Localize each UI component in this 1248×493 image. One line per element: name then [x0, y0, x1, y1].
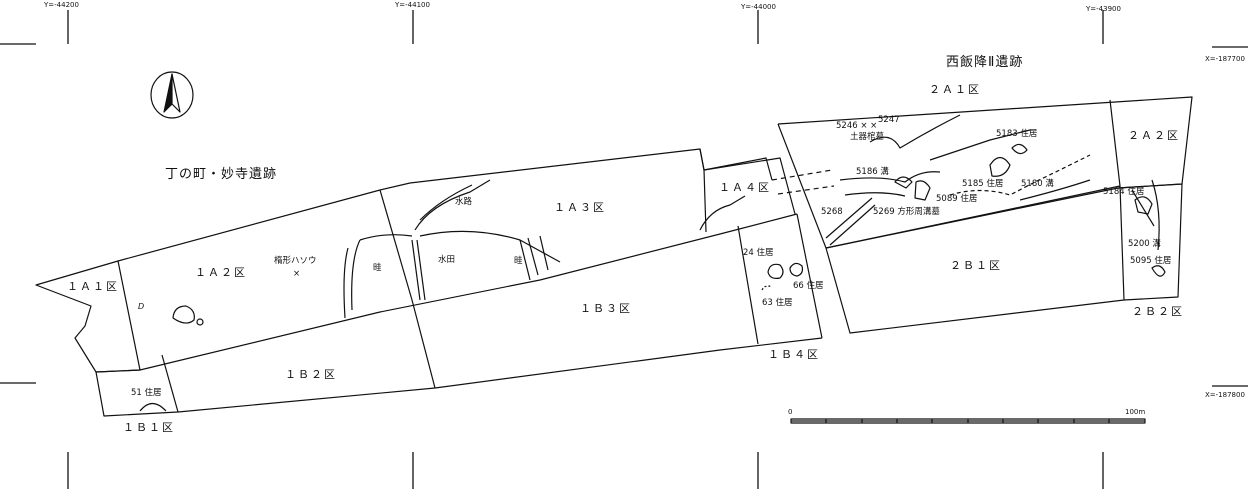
west-site-outline	[35, 148, 823, 417]
zone-label-1a1: １Ａ１区	[67, 280, 119, 293]
scale-label-end: 100m	[1125, 408, 1146, 416]
feature-label-5269: 5269 方形周溝墓	[873, 207, 940, 217]
feature-label-aze-1: 畦	[373, 263, 382, 273]
feature-label-5184: 5184 住居	[1103, 187, 1145, 197]
feature-label-51: 51 住居	[131, 388, 162, 398]
zone-label-1b4: １Ｂ４区	[768, 348, 820, 361]
zone-label-1a4: １Ａ４区	[719, 181, 771, 194]
site-name-east: 西飯降Ⅱ遺跡	[946, 55, 1024, 70]
zone-label-1a3: １Ａ３区	[554, 201, 606, 214]
feature-label-5180: 5180 溝	[1021, 179, 1054, 189]
feature-label-5268: 5268	[821, 207, 843, 217]
scale-label-start: 0	[788, 408, 793, 416]
zone-label-2b1: ２Ｂ１区	[950, 259, 1002, 272]
feature-label-5186: 5186 溝	[856, 167, 889, 177]
feature-label-5089: 5089 住居	[936, 194, 978, 204]
feature-label-24: 24 住居	[743, 248, 774, 258]
zone-label-2a1: ２Ａ１区	[929, 83, 981, 96]
feature-label-dokikanbo: 土器棺墓	[850, 132, 885, 142]
zone-label-2b2: ２Ｂ２区	[1132, 305, 1184, 318]
zone-label-1b2: １Ｂ２区	[285, 368, 337, 381]
scale-bar	[790, 418, 1146, 424]
feature-label-66: 66 住居	[793, 281, 824, 291]
zone-label-1b1: １Ｂ１区	[123, 421, 175, 434]
zone-label-1a2: １Ａ２区	[195, 266, 247, 279]
feature-label-5095: 5095 住居	[1130, 256, 1172, 266]
feature-label-hasou-mark: ×	[293, 269, 301, 279]
grid-label-y-44100: Y=-44100	[395, 1, 430, 9]
grid-label-y-44000: Y=-44000	[741, 3, 776, 11]
grid-label-y-44200: Y=-44200	[44, 1, 79, 9]
feature-label-5183: 5183 住居	[996, 129, 1038, 139]
zone-label-2a2: ２Ａ２区	[1128, 129, 1180, 142]
north-arrow-icon	[150, 71, 194, 119]
grid-label-y-43900: Y=-43900	[1086, 5, 1121, 13]
feature-label-d: D	[138, 302, 145, 311]
feature-label-hasou: 楕形ハソウ	[274, 256, 317, 266]
feature-label-5185: 5185 住居	[962, 179, 1004, 189]
site-name-west: 丁の町・妙寺遺跡	[165, 167, 278, 182]
feature-label-suiden: 水田	[438, 255, 456, 265]
east-site-outline	[771, 96, 1193, 334]
zone-label-1b3: １Ｂ３区	[580, 302, 632, 315]
feature-label-5247: 5247	[878, 115, 900, 125]
grid-ticks	[0, 10, 1248, 489]
feature-label-suiro: 水路	[455, 197, 473, 207]
feature-label-aze-2: 畦	[514, 256, 523, 266]
feature-label-5246: 5246 × ×	[836, 121, 878, 131]
feature-label-5200: 5200 溝	[1128, 239, 1161, 249]
grid-label-x-187800: X=-187800	[1205, 391, 1245, 399]
grid-label-x-187700: X=-187700	[1205, 55, 1245, 63]
feature-label-63: 63 住居	[762, 298, 793, 308]
